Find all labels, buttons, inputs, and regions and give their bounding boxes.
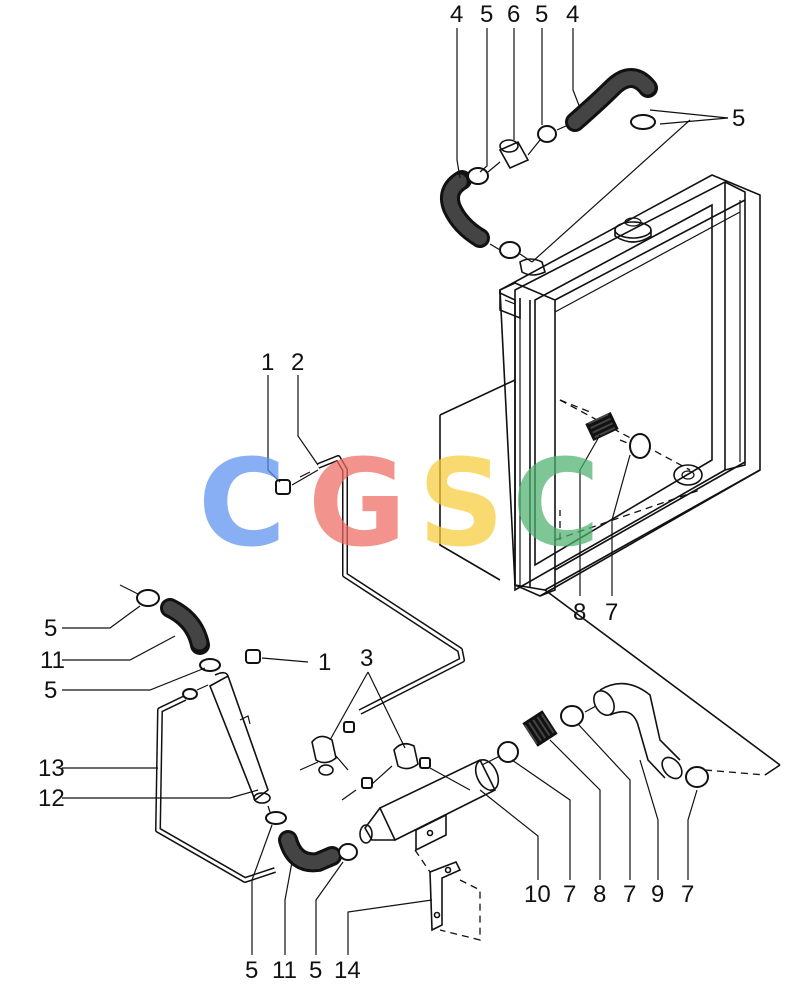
callout-left-11: 11 (40, 647, 65, 674)
mounting-bracket (414, 849, 481, 941)
watermark-logo: C G S C (198, 435, 600, 574)
callout-bottom-11: 11 (272, 957, 297, 984)
callout-bottom-5a: 5 (245, 957, 258, 984)
callout-bottom-5b: 5 (309, 957, 322, 984)
callout-left-12: 12 (38, 785, 65, 812)
callout-1-fitting-right: 1 (318, 649, 331, 676)
callout-radiator-8: 8 (573, 599, 586, 626)
watermark-letter-1: C (198, 435, 286, 574)
left-return-pipe (155, 684, 276, 883)
watermark-letter-4: C (512, 435, 600, 574)
callout-top-4b: 4 (566, 1, 579, 28)
callout-left-5a: 5 (44, 615, 57, 642)
callout-bottom-10: 10 (524, 881, 551, 908)
bypass-pipe (275, 455, 465, 715)
upper-hose-assembly (440, 68, 691, 263)
radiator (499, 174, 761, 597)
radiator-outlet-parts (559, 399, 651, 459)
callout-bottom-14: 14 (334, 957, 361, 984)
callout-1-fitting-top: 1 (261, 349, 274, 376)
callout-bottom-8: 8 (593, 881, 606, 908)
callout-bottom-7c: 7 (681, 881, 694, 908)
lower-hose-assembly (481, 682, 709, 788)
callout-top-6: 6 (507, 1, 520, 28)
callout-bottom-7a: 7 (563, 881, 576, 908)
callout-bottom-7b: 7 (623, 881, 636, 908)
callout-left-5b: 5 (44, 677, 57, 704)
callout-radiator-7: 7 (605, 599, 618, 626)
watermark-letter-2: G (308, 435, 407, 574)
callout-left-13: 13 (38, 755, 65, 782)
tee-fittings (299, 721, 471, 801)
callout-top-5b: 5 (535, 1, 548, 28)
callout-2-pipe: 2 (291, 349, 304, 376)
left-hoses (119, 584, 358, 873)
expansion-tank (359, 758, 500, 852)
callout-right-5: 5 (732, 105, 745, 132)
callout-bottom-9: 9 (651, 881, 664, 908)
shroud-outline (439, 379, 781, 776)
callout-3-fittings: 3 (360, 645, 373, 672)
callout-top-4a: 4 (450, 1, 463, 28)
leader-lines (62, 28, 729, 955)
callout-labels: 4 5 6 5 4 5 1 2 3 1 5 11 5 13 12 8 7 10 … (38, 1, 745, 984)
callout-top-5a: 5 (480, 1, 493, 28)
watermark-letter-3: S (418, 435, 504, 574)
